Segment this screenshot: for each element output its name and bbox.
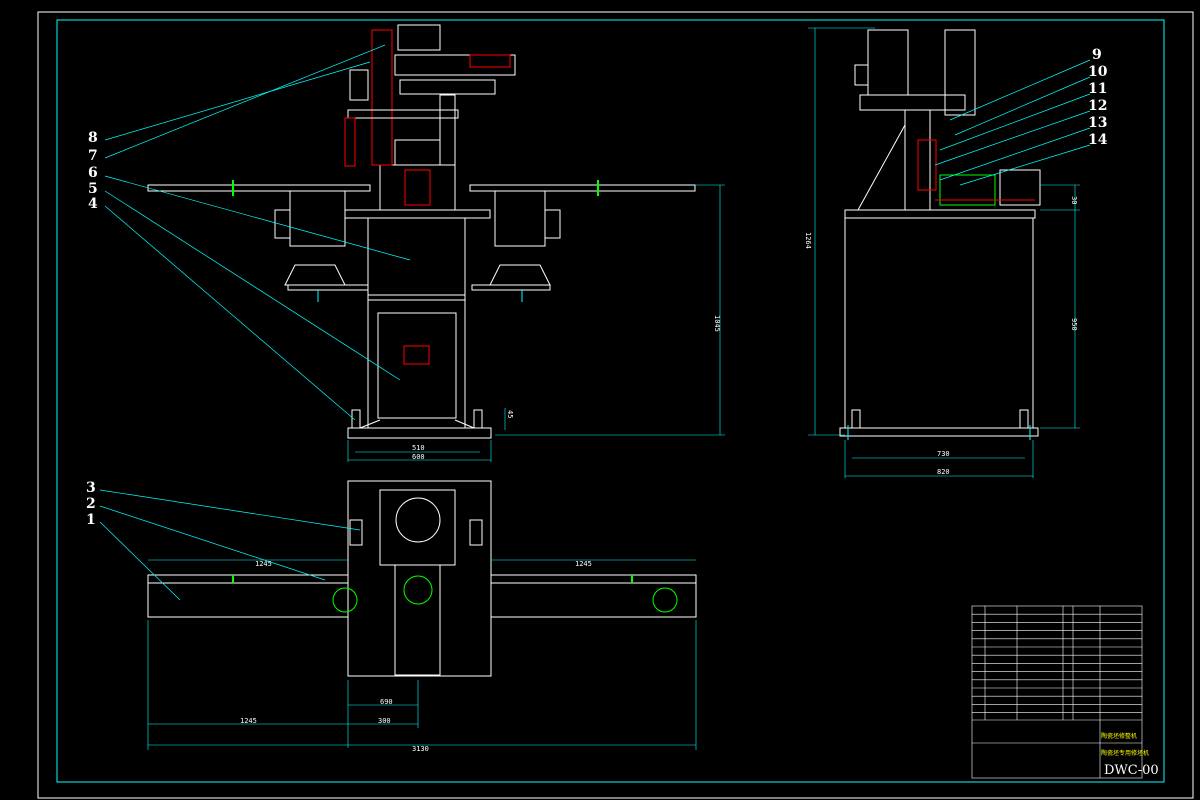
side-slide	[944, 29, 976, 116]
dim-height-total: 1045	[713, 315, 721, 332]
side-drive	[999, 169, 1041, 206]
label-5: 5	[88, 181, 98, 197]
column-right	[439, 94, 456, 166]
tb-project-name: 陶瓷坯修整机	[1101, 732, 1137, 740]
tb-drawing-code: DWC-00	[1104, 763, 1159, 778]
dim-foot: 45	[506, 410, 514, 418]
label-9: 9	[1092, 47, 1102, 63]
top-left-arm	[147, 582, 349, 618]
right-gear-support	[489, 264, 551, 286]
label-8: 8	[88, 130, 98, 146]
top-leaders	[99, 489, 361, 601]
dim-top-b: 300	[378, 717, 391, 725]
label-10: 10	[1088, 64, 1108, 80]
foot-right	[473, 409, 483, 429]
dim-side-inner: 730	[937, 450, 950, 458]
side-dimensions	[808, 27, 1080, 478]
cylinder-left	[344, 117, 356, 167]
title-block	[971, 605, 1143, 779]
label-7: 7	[88, 148, 98, 164]
top-slide	[394, 54, 516, 76]
label-3: 3	[86, 480, 96, 496]
right-motor-fan	[544, 209, 561, 239]
top-spindle-circle	[395, 497, 441, 543]
top-frame	[347, 480, 492, 677]
side-cabinet	[844, 217, 1034, 429]
label-6: 6	[88, 165, 98, 181]
dim-top-left-arm: 1245	[255, 560, 272, 568]
dim-side-height: 1264	[804, 232, 812, 249]
dim-top-a: 690	[380, 698, 393, 706]
front-leaders	[104, 44, 411, 421]
outer-frame	[37, 11, 1194, 799]
front-view	[147, 24, 696, 439]
cross-beam	[347, 109, 459, 119]
side-gusset	[857, 124, 906, 211]
top-slide	[394, 564, 441, 676]
side-leaders	[934, 59, 1091, 186]
side-motor	[867, 29, 909, 96]
foot-left	[351, 409, 361, 429]
right-rail	[469, 184, 696, 192]
dim-top-total: 3130	[412, 745, 429, 753]
label-11: 11	[1088, 81, 1107, 97]
tb-drawing-name: 陶瓷坯专用修坯机	[1101, 749, 1149, 757]
dim-top-right-arm: 1245	[575, 560, 592, 568]
label-12: 12	[1088, 98, 1107, 114]
cabinet-door	[377, 312, 457, 419]
top-view	[147, 480, 697, 677]
top-slide-lower	[399, 79, 496, 95]
left-gear-support	[284, 264, 346, 286]
side-table	[844, 209, 1036, 219]
top-left-rail	[147, 574, 349, 584]
door-handle	[403, 345, 430, 365]
front-base-plate	[347, 427, 492, 439]
side-head-plate	[859, 94, 966, 111]
left-rail	[147, 184, 371, 192]
front-dimensions	[347, 184, 725, 462]
top-motor	[397, 24, 441, 51]
dim-base-inner: 510	[412, 444, 425, 452]
top-dimensions	[147, 559, 697, 750]
table-top	[344, 209, 491, 219]
cabinet-body	[367, 217, 466, 429]
dim-base-outer: 600	[412, 453, 425, 461]
label-2: 2	[86, 496, 96, 512]
top-right-arm	[490, 582, 697, 618]
left-motor-fan	[274, 209, 291, 239]
top-right-rail	[490, 574, 697, 584]
spindle-housing	[394, 139, 441, 166]
dim-top-left: 1245	[240, 717, 257, 725]
side-chuck	[939, 174, 996, 206]
side-view	[839, 29, 1041, 440]
column-left	[371, 29, 393, 166]
dim-side-top: 30	[1070, 196, 1078, 204]
dim-side-body: 950	[1070, 318, 1078, 331]
inner-frame	[56, 19, 1165, 783]
top-spindle	[379, 489, 456, 566]
upper-bracket	[349, 69, 369, 101]
left-motor-box	[289, 190, 346, 247]
label-4: 4	[88, 196, 98, 212]
dim-side-outer: 820	[937, 468, 950, 476]
label-1: 1	[86, 512, 96, 528]
label-13: 13	[1088, 115, 1107, 131]
spindle-head	[379, 164, 456, 211]
label-14: 14	[1088, 132, 1108, 148]
right-motor-box	[494, 190, 546, 247]
side-base	[839, 427, 1039, 437]
